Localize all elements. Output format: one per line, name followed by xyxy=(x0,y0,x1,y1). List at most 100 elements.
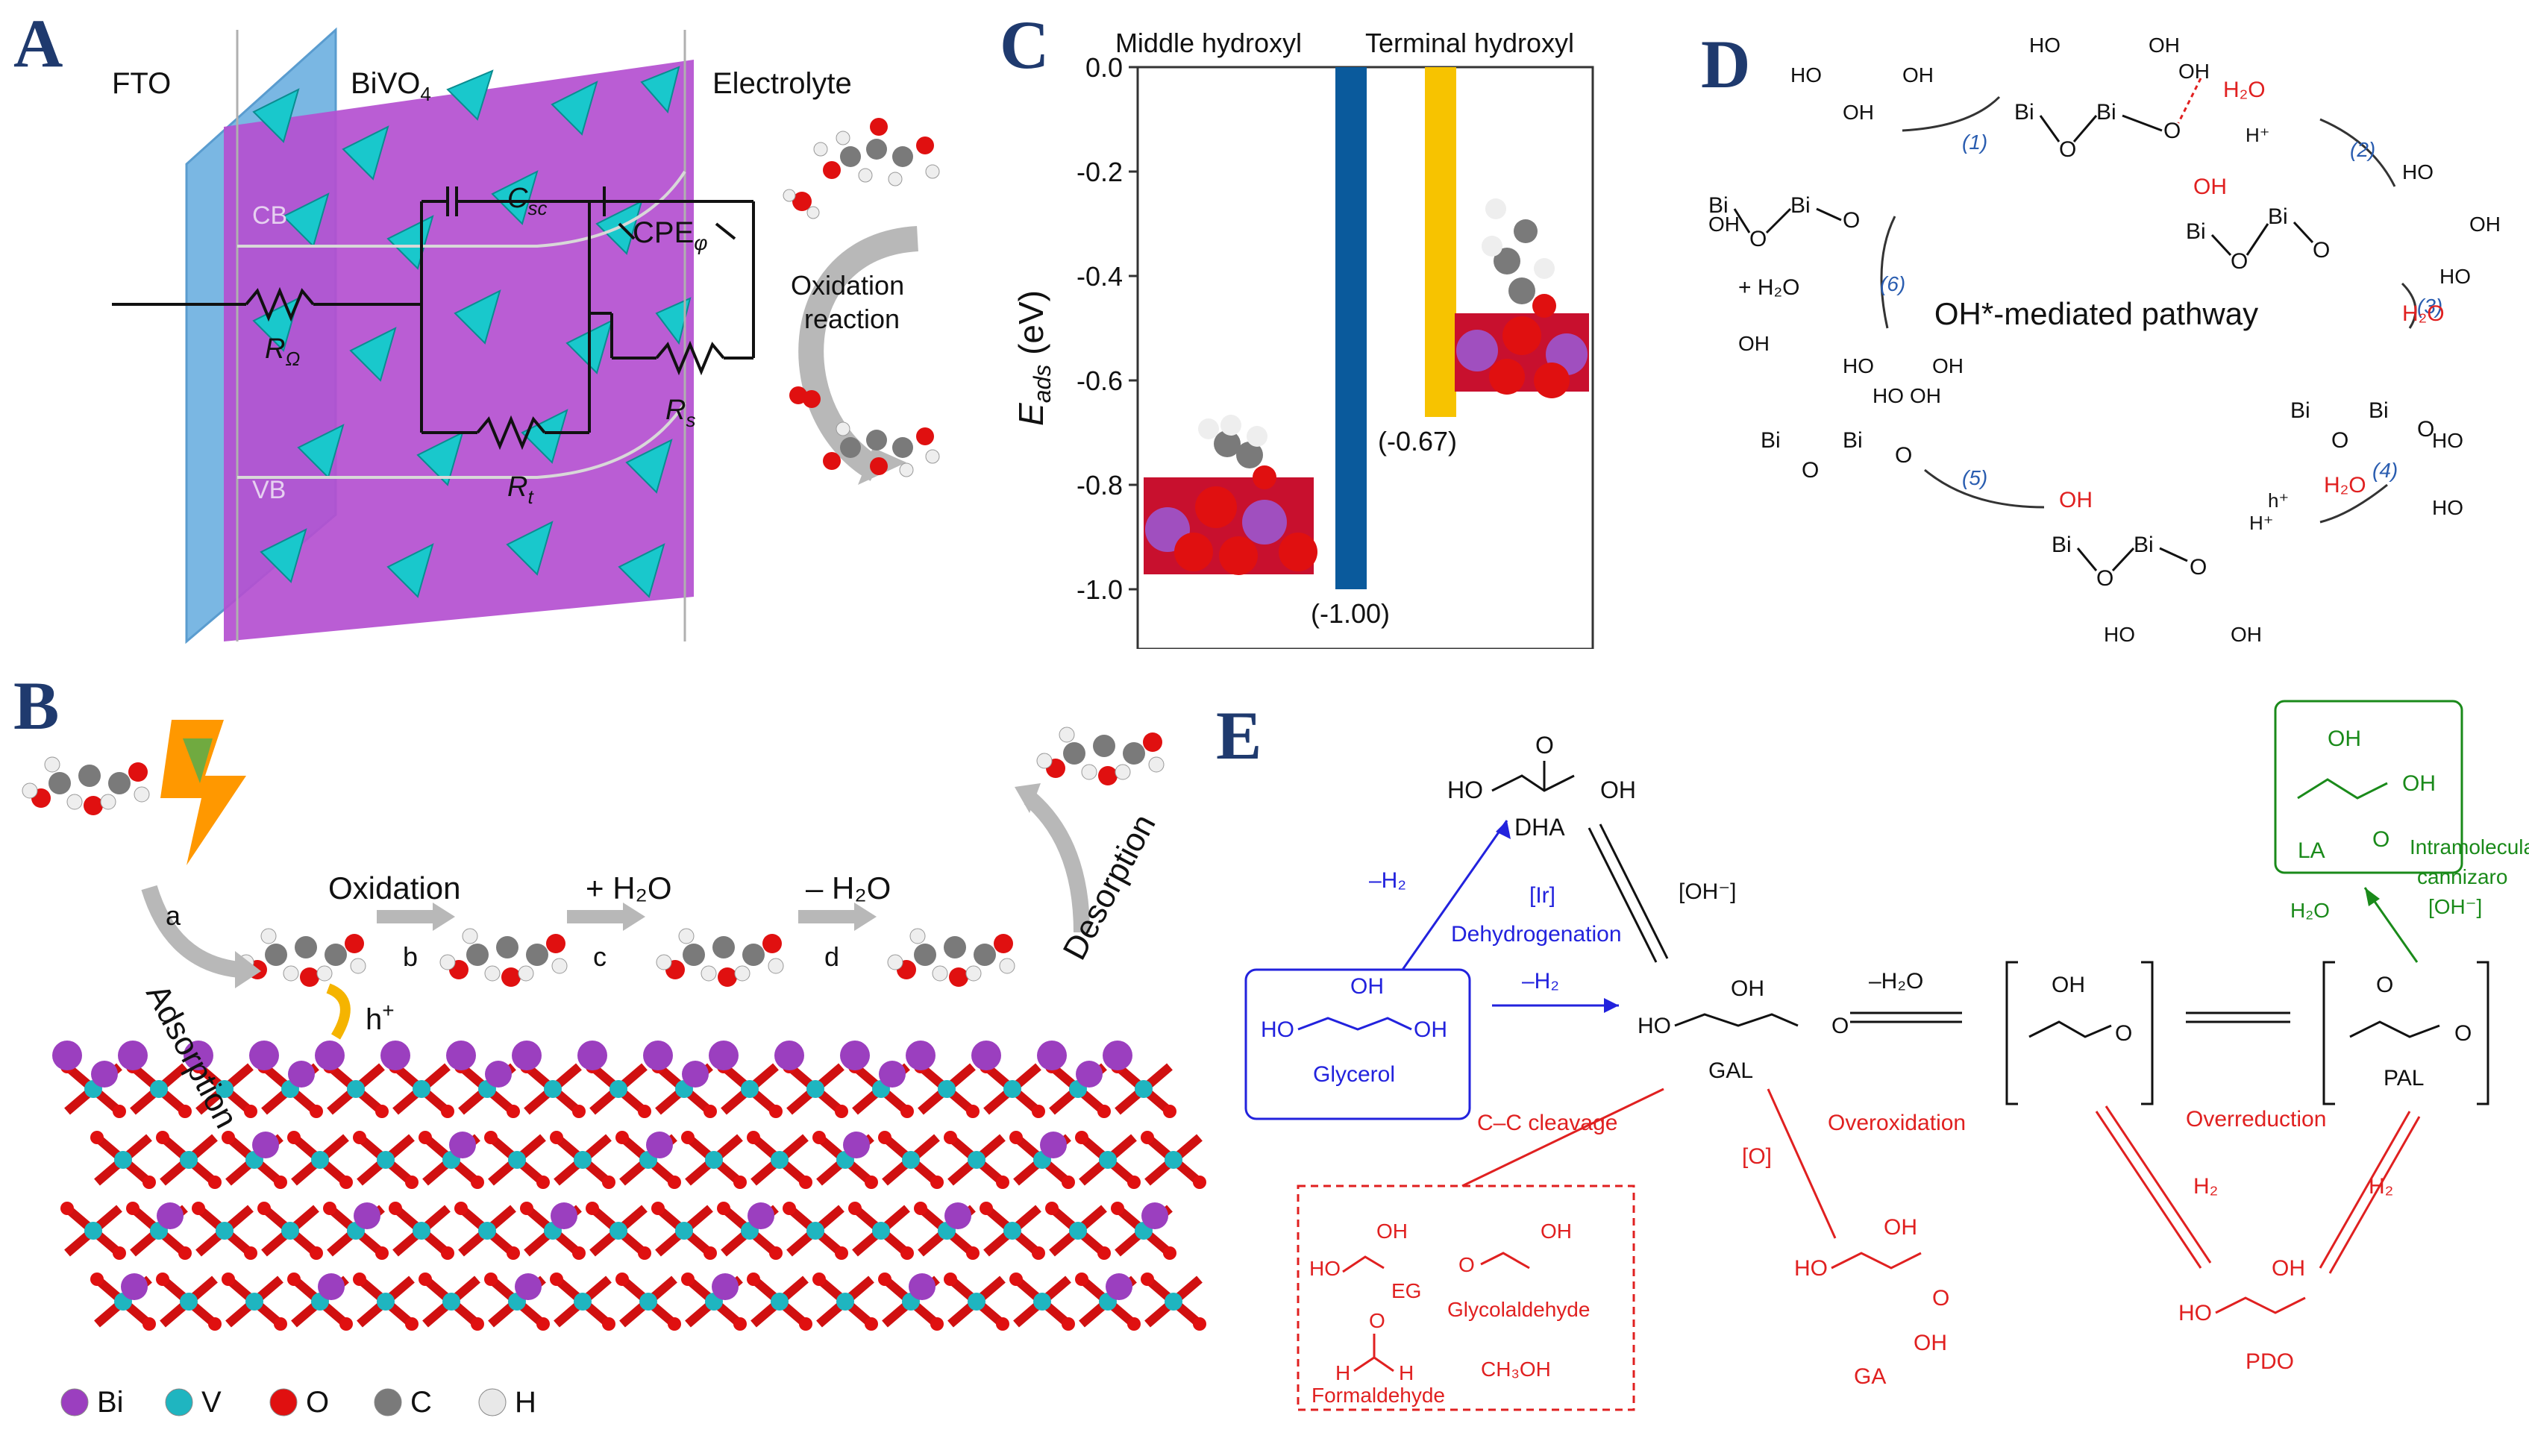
panel-e-label: E xyxy=(1216,697,1262,774)
svg-text:OH: OH xyxy=(1914,1331,1947,1355)
hole-transfer-arrow xyxy=(326,983,351,1040)
legend-label: Bi xyxy=(97,1386,124,1419)
panel-e: E HO OH O DHA HO OH OH Glycerol xyxy=(1216,649,2529,1452)
lattice-atoms xyxy=(52,1041,1206,1331)
cpe-label: CPEφ xyxy=(633,216,708,254)
valence-band-edge xyxy=(237,401,686,479)
step-arrows xyxy=(141,783,1090,988)
water-plus-label: + H₂O xyxy=(1738,275,1800,300)
slab-inset-terminal xyxy=(1455,198,1589,398)
ohminus-label-1: [OH⁻] xyxy=(1679,879,1737,904)
svg-text:OH: OH xyxy=(1932,354,1964,377)
bi-o-bi-bottom: Bi Bi O O OH xyxy=(2052,488,2207,591)
svg-text:[OH⁻]: [OH⁻] xyxy=(2428,895,2482,918)
svg-text:HO: HO xyxy=(1447,776,1483,803)
svg-text:O: O xyxy=(2115,1021,2132,1046)
svg-text:O: O xyxy=(2372,827,2389,852)
bar-terminal-hydroxyl xyxy=(1425,67,1456,417)
legend-marker xyxy=(478,1388,507,1416)
panel-a-label: A xyxy=(13,5,63,81)
panel-c-label: C xyxy=(1000,7,1050,83)
svg-text:HO: HO xyxy=(2402,160,2434,183)
glycerol-like-molecule xyxy=(656,928,784,987)
bi-o-bi-far-right: Bi Bi O O xyxy=(2290,398,2434,453)
svg-text:OH: OH xyxy=(2193,175,2227,199)
oxygen-molecule xyxy=(789,386,821,408)
svg-text:OH: OH xyxy=(2149,34,2180,57)
svg-text:Bi: Bi xyxy=(2186,219,2206,244)
svg-text:HO: HO xyxy=(2178,1301,2212,1325)
panel-b: B Adsorption Desorption Oxidation xyxy=(0,649,1216,1452)
svg-text:OH: OH xyxy=(1350,974,1384,999)
svg-text:OH: OH xyxy=(1541,1220,1572,1243)
svg-text:Bi: Bi xyxy=(2268,204,2288,229)
legend-label: V xyxy=(201,1386,222,1419)
legend-marker xyxy=(374,1388,402,1416)
svg-text:O: O xyxy=(1932,1286,1949,1311)
legend-label: H xyxy=(515,1386,536,1419)
svg-text:Bi: Bi xyxy=(2096,100,2116,125)
bi-o-bi-left: Bi Bi O O xyxy=(1708,193,1860,251)
y-tick-label: 0.0 xyxy=(1085,52,1123,83)
side-reaction-labels: C–C cleavage [O] Overoxidation Overreduc… xyxy=(1477,1107,2393,1199)
svg-text:O: O xyxy=(2313,238,2330,263)
svg-text:HO: HO xyxy=(1261,1017,1294,1042)
svg-text:CH₃OH: CH₃OH xyxy=(1481,1358,1551,1381)
svg-text:(5): (5) xyxy=(1962,466,1987,489)
oh-mediated-pathway-scheme: OH*-mediated pathway (1) (2) (3) (4) (5)… xyxy=(1708,34,2501,646)
svg-text:O: O xyxy=(2331,428,2348,453)
svg-text:HO: HO xyxy=(1790,63,1822,87)
svg-text:HO: HO xyxy=(2104,623,2135,646)
bi-o-bi-right: Bi Bi O O OH xyxy=(2186,175,2330,274)
cc-cleavage-products: HO OH EG OH O Glycolaldehyde O H H Forma… xyxy=(1309,1220,1590,1407)
svg-text:OH: OH xyxy=(1376,1220,1408,1243)
step-b-label: b xyxy=(403,941,418,972)
side-reaction-arrows xyxy=(1461,1088,2421,1274)
svg-text:OH: OH xyxy=(1910,384,1941,407)
svg-text:HO: HO xyxy=(2439,265,2471,288)
bar-middle-hydroxyl xyxy=(1335,67,1367,589)
legend-marker xyxy=(60,1388,89,1416)
vb-label: VB xyxy=(252,476,286,504)
plus-h2o-label: + H₂O xyxy=(586,870,672,906)
svg-text:O: O xyxy=(2163,119,2181,143)
legend-label: O xyxy=(306,1386,329,1419)
svg-text:H₂: H₂ xyxy=(2193,1174,2218,1199)
svg-text:H₂O: H₂O xyxy=(2290,899,2330,922)
enol-intermediate: OH O xyxy=(2005,961,2154,1105)
oxidation-label-2: reaction xyxy=(804,304,900,334)
svg-text:[Ir]: [Ir] xyxy=(1529,883,1555,908)
svg-text:HO: HO xyxy=(2432,429,2463,452)
bivo4-layer xyxy=(224,60,694,641)
hole-label: h+ xyxy=(366,999,395,1036)
bi-o-bi-lower-left: Bi Bi O O xyxy=(1761,428,1912,483)
y-axis-title: Eads (eV) xyxy=(1012,290,1056,426)
svg-text:O: O xyxy=(2454,1021,2472,1046)
svg-text:Overreduction: Overreduction xyxy=(2186,1107,2326,1132)
slab-inset-middle xyxy=(1144,415,1317,575)
la-box xyxy=(2274,700,2463,874)
svg-text:–H₂: –H₂ xyxy=(1369,868,1406,893)
svg-text:–H₂: –H₂ xyxy=(1522,969,1559,994)
svg-text:Bi: Bi xyxy=(1761,428,1781,453)
panel-b-label: B xyxy=(13,668,60,744)
svg-text:Formaldehyde: Formaldehyde xyxy=(1311,1384,1445,1407)
glycerol-like-molecule xyxy=(22,756,150,815)
svg-text:H: H xyxy=(1399,1361,1414,1384)
svg-text:HO: HO xyxy=(2029,34,2061,57)
svg-text:HO: HO xyxy=(1638,1014,1671,1038)
svg-text:Bi: Bi xyxy=(2369,398,2389,423)
svg-text:Bi: Bi xyxy=(2052,533,2072,557)
svg-text:O: O xyxy=(2231,249,2248,274)
oxidation-label-1: Oxidation xyxy=(791,270,904,301)
svg-text:[O]: [O] xyxy=(1742,1144,1772,1169)
legend-label: C xyxy=(410,1386,432,1419)
svg-text:H₂O: H₂O xyxy=(2223,78,2266,102)
bivo4-title: BiVO4 xyxy=(351,67,431,105)
value-label: (-0.67) xyxy=(1378,426,1457,456)
fto-title: FTO xyxy=(112,67,171,100)
svg-text:Bi: Bi xyxy=(1843,428,1863,453)
svg-text:HO: HO xyxy=(1873,384,1904,407)
svg-text:(2): (2) xyxy=(2350,138,2375,161)
svg-text:HO: HO xyxy=(1309,1257,1341,1280)
